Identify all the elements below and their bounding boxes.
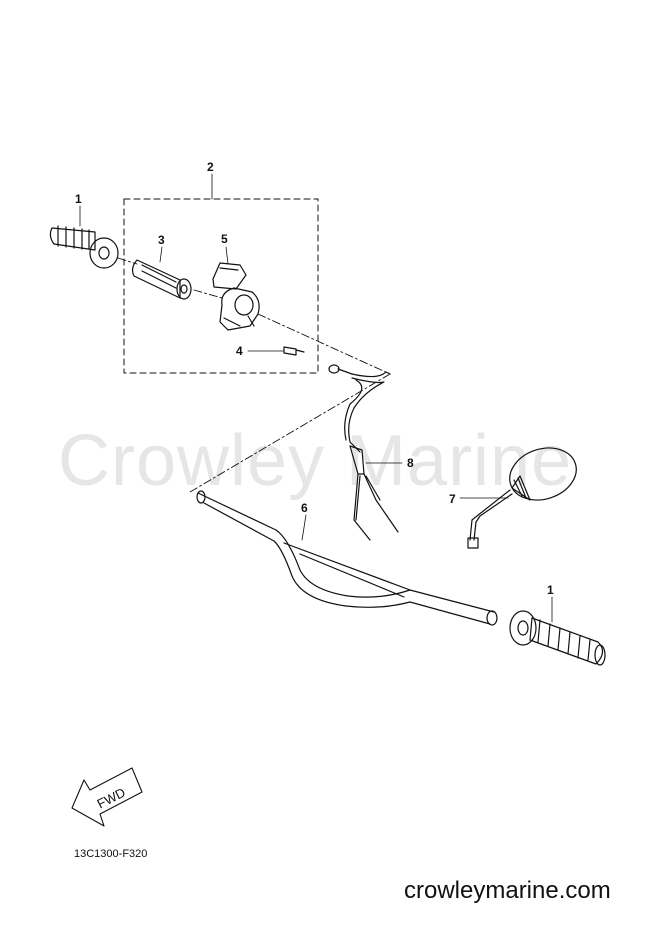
leader-6 <box>301 514 307 541</box>
cable-end <box>328 364 353 375</box>
callout-2: 2 <box>207 160 214 174</box>
callout-3: 3 <box>158 233 165 247</box>
callout-1-left: 1 <box>75 192 82 206</box>
callout-1-right: 1 <box>547 583 554 597</box>
bolt-4 <box>283 346 305 356</box>
throttle-housing <box>219 287 260 331</box>
dash-line-bar <box>189 373 391 493</box>
callout-5: 5 <box>221 232 228 246</box>
switch-wire <box>344 371 399 541</box>
mirror <box>467 447 577 549</box>
handlebar <box>196 490 498 626</box>
throttle-cover <box>212 262 247 290</box>
callout-4: 4 <box>236 344 243 358</box>
right-grip <box>509 610 606 666</box>
callout-6: 6 <box>301 501 308 515</box>
drawing-code: 13C1300-F320 <box>74 848 148 860</box>
left-grip <box>49 225 119 269</box>
fwd-label: FWD <box>95 785 128 812</box>
leader-3 <box>159 246 163 263</box>
throttle-tube <box>131 259 192 300</box>
site-url: crowleymarine.com <box>404 877 611 904</box>
fwd-arrow-icon <box>71 767 143 827</box>
dash-line-grip <box>117 257 391 375</box>
watermark: Crowley Marine <box>58 421 573 501</box>
callout-7: 7 <box>449 492 456 506</box>
callout-8: 8 <box>407 456 414 470</box>
assembly-2-box <box>123 198 319 374</box>
leader-5 <box>225 246 229 265</box>
